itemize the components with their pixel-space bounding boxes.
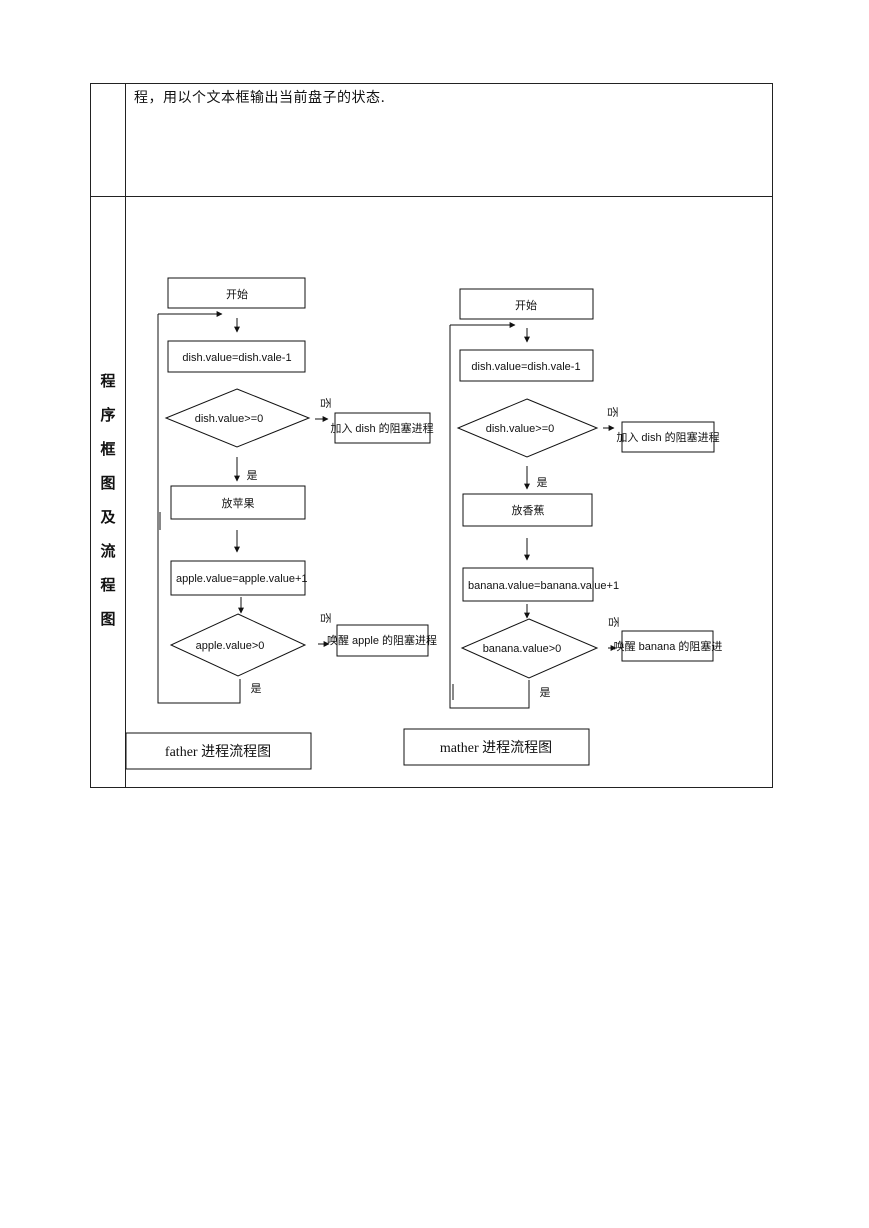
mather-no-label: 否 (606, 407, 618, 418)
father-apple-check-diamond (169, 613, 307, 677)
mather-start-box (459, 288, 594, 320)
father-no-label: 否 (319, 398, 331, 409)
mather-banana-inc-label: banana.value=banana.value+1 (468, 580, 619, 592)
side-label-char: 框 (100, 440, 116, 458)
table-row-divider (90, 196, 773, 197)
mather-banana-check-label: banana.value>0 (483, 643, 562, 655)
mather-dish-check-diamond (456, 398, 599, 458)
intro-text: 程，用以个文本框输出当前盘子的状态. (134, 90, 386, 106)
mather-loop-line (449, 325, 530, 709)
father-caption-box (125, 732, 312, 770)
father-dish-dec-box (167, 340, 306, 373)
mather-dish-dec-box (459, 349, 594, 382)
father-apple-inc-box (170, 560, 306, 596)
father-put-fruit-box (170, 485, 306, 520)
mather-caption-box (403, 728, 590, 766)
mather-yes-label: 是 (540, 686, 551, 699)
father-wake-apple-label: 唤醒 apple 的阻塞进程 (327, 633, 437, 647)
side-label-char: 图 (100, 610, 116, 628)
father-caption: father 进程流程图 (165, 744, 271, 760)
father-dish-check-label: dish.value>=0 (195, 413, 264, 425)
father-wake-apple-box (336, 624, 429, 657)
side-label-char: 程 (100, 576, 116, 594)
father-dish-dec-label: dish.value=dish.vale-1 (182, 352, 291, 364)
father-dish-check-diamond (164, 388, 311, 448)
mather-banana-inc-box (462, 567, 594, 602)
mather-put-fruit-label: 放香蕉 (512, 503, 545, 517)
mather-wake-banana-box (621, 630, 714, 662)
mather-block-dish-label: 加入 dish 的阻塞进程 (616, 430, 719, 444)
mather-dish-check-label: dish.value>=0 (486, 423, 555, 435)
mather-banana-check-diamond (460, 618, 599, 679)
father-put-fruit-label: 放苹果 (222, 496, 255, 510)
mather-dish-dec-label: dish.value=dish.vale-1 (471, 361, 580, 373)
father-apple-check-label: apple.value>0 (196, 640, 265, 652)
mather-wake-banana-label: 唤醒 banana 的阻塞进 (614, 639, 723, 653)
side-label-char: 序 (100, 406, 116, 424)
side-label-char: 及 (100, 508, 116, 526)
mather-put-fruit-box (462, 493, 593, 527)
table-outline (90, 83, 773, 788)
father-start-label: 开始 (226, 287, 248, 301)
mather-flowchart (403, 288, 715, 766)
mather-yes-label: 是 (537, 476, 548, 489)
father-yes-label: 是 (251, 682, 262, 695)
side-label: 程 序 框 图 及 流 程 图 (96, 364, 120, 636)
table-column-divider (125, 83, 126, 788)
side-label-char: 流 (100, 542, 116, 560)
father-apple-inc-label: apple.value=apple.value+1 (176, 573, 308, 585)
father-yes-label: 是 (247, 469, 258, 482)
mather-caption: mather 进程流程图 (440, 740, 552, 756)
father-loop-line (157, 314, 241, 704)
mather-block-dish-box (621, 421, 715, 453)
father-block-dish-label: 加入 dish 的阻塞进程 (330, 421, 433, 435)
mather-start-label: 开始 (515, 298, 537, 312)
father-flowchart (125, 277, 431, 770)
side-label-char: 程 (100, 372, 116, 390)
father-block-dish-box (334, 412, 431, 444)
side-label-char: 图 (100, 474, 116, 492)
mather-no-label: 否 (607, 617, 619, 628)
father-start-box (167, 277, 306, 309)
father-no-label: 否 (319, 613, 331, 624)
